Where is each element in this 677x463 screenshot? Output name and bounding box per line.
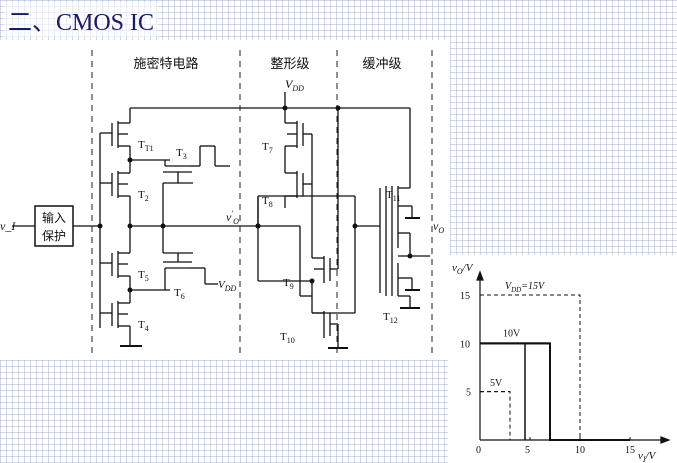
title-bar-fragment: [438, 0, 677, 10]
input-box-line1: 输入: [42, 210, 66, 225]
shaping-stage: [257, 108, 356, 349]
series-line-2: [480, 294, 630, 441]
graph-panel: [448, 255, 677, 463]
section-schmitt: 施密特电路: [133, 56, 198, 71]
label-t3: T3: [176, 147, 187, 161]
label-t7: T7: [262, 141, 273, 155]
cmos-schmitt-circuit-diagram: 施密特电路 整形级 缓冲级 v_I 输入 保护: [0, 50, 444, 353]
circuit-panel: [0, 40, 450, 360]
label-t2: T2: [138, 189, 149, 203]
label-t1: TT1: [138, 139, 154, 153]
label-t8: T8: [262, 195, 273, 209]
transfer-characteristic-chart: vO/V vI/V 0 5 10 15 5 10 15 5V 10V VDD=15V: [452, 262, 671, 463]
label-t9: T9: [283, 277, 294, 291]
input-box-line2: 保护: [42, 229, 66, 243]
label-t6: T6: [174, 287, 185, 301]
label-t12: T12: [383, 311, 398, 325]
section-buffer: 缓冲级: [362, 56, 401, 71]
x-tick-label: 0: [476, 445, 481, 456]
section-shaping: 整形级: [270, 56, 309, 71]
label-t5: T5: [138, 269, 149, 283]
chart-axes: [476, 270, 671, 444]
series-label-10v: 10V: [503, 329, 521, 340]
buffer-stage: [355, 108, 430, 309]
chart-ticks: 0 5 10 15 5 10 15: [460, 291, 635, 456]
mid-node-label: v′O: [226, 209, 239, 226]
label-t4: T4: [138, 319, 149, 333]
input-protection-box: [34, 205, 74, 247]
x-tick-label: 5: [525, 445, 530, 456]
page-title: 二、CMOS IC: [4, 2, 159, 37]
label-t10: T10: [280, 331, 295, 345]
vdd-top-label: VDD: [285, 77, 304, 93]
x-axis-label: vI/V: [638, 450, 657, 463]
series-line-0: [480, 391, 630, 441]
series-label-15v: VDD=15V: [505, 281, 546, 294]
y-tick-label: 5: [466, 388, 471, 399]
shaping-dots: [255, 223, 358, 284]
series-label-5v: 5V: [490, 378, 503, 389]
vdd-t6: VDD: [218, 279, 237, 293]
x-tick-label: 15: [625, 445, 635, 456]
y-tick-label: 10: [460, 339, 470, 350]
y-axis-label: vO/V: [452, 262, 474, 276]
x-tick-label: 10: [575, 445, 585, 456]
y-tick-label: 15: [460, 291, 470, 302]
input-label: v_I: [0, 219, 16, 233]
schmitt-stack: [99, 107, 410, 347]
chart-series: [480, 294, 630, 441]
chart-series-labels: 5V 10V VDD=15V: [490, 281, 546, 389]
output-label: vO: [433, 219, 444, 235]
